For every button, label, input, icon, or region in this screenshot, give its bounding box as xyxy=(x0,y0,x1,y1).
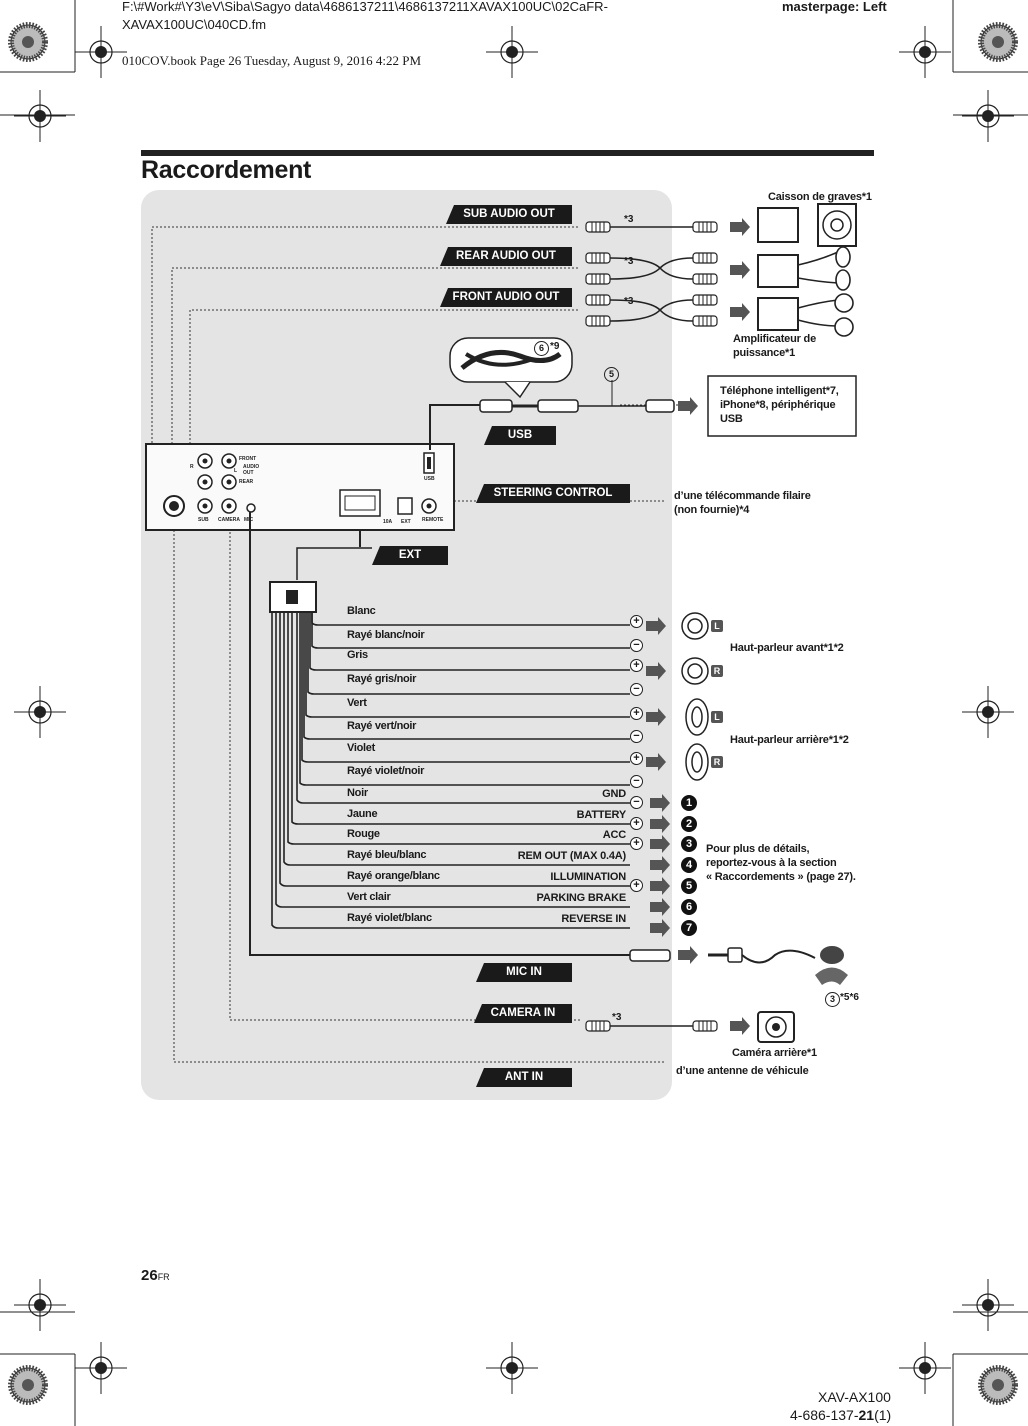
connection-number-badge: 6 xyxy=(681,899,697,915)
antenna-label: d’une antenne de véhicule xyxy=(676,1065,809,1077)
polarity-symbol: + xyxy=(630,615,643,628)
polarity-symbol: − xyxy=(630,730,643,743)
panel-front-label: FRONT xyxy=(239,456,257,462)
speaker-wire-color: Rayé vert/noir xyxy=(347,720,417,732)
polarity-symbol: − xyxy=(630,796,643,809)
panel-ext-label: EXT xyxy=(401,519,411,525)
panel-camera-label: CAMERA xyxy=(218,517,240,523)
connection-number-badge: 5 xyxy=(681,878,697,894)
speaker-wire-color: Blanc xyxy=(347,605,376,617)
power-wire-function: REVERSE IN xyxy=(561,913,626,925)
polarity-symbol: − xyxy=(630,639,643,652)
rear-camera-label: Caméra arrière*1 xyxy=(732,1047,817,1059)
power-wire-color: Noir xyxy=(347,787,368,799)
page-number: 26FR xyxy=(141,1267,170,1284)
polarity-symbol: + xyxy=(630,659,643,672)
camera-in-tag: CAMERA IN xyxy=(474,1004,572,1023)
power-wire-function: PARKING BRAKE xyxy=(536,892,627,904)
speaker-wire-color: Rayé gris/noir xyxy=(347,673,417,685)
power-wire-function: ILLUMINATION xyxy=(550,871,626,883)
part-number-prefix: 4-686-137- xyxy=(790,1407,859,1423)
polarity-symbol: − xyxy=(630,683,643,696)
speaker-wire-color: Gris xyxy=(347,649,368,661)
power-wire-function: REM OUT (MAX 0.4A) xyxy=(517,850,626,862)
subwoofer-label: Caisson de graves*1 xyxy=(768,191,872,203)
model-number: XAV-AX100 xyxy=(818,1389,891,1405)
note-rear: *3 xyxy=(624,256,634,267)
polarity-symbol: + xyxy=(630,752,643,765)
remote-label: d’une télécommande filaire (non fournie)… xyxy=(674,490,811,516)
note-usb: *9 xyxy=(550,341,560,352)
panel-r-label: R xyxy=(190,464,194,470)
note-mic: *5*6 xyxy=(840,992,859,1003)
power-wire-function: BATTERY xyxy=(576,809,627,821)
power-wire-color: Rayé orange/blanc xyxy=(347,870,440,882)
polarity-symbol: + xyxy=(630,837,643,850)
part-number-bold: 21 xyxy=(858,1407,875,1423)
ext-tag: EXT xyxy=(372,546,448,565)
panel-remote-label: REMOTE xyxy=(422,517,444,523)
power-wire-color: Rouge xyxy=(347,828,380,840)
front-audio-out-tag: FRONT AUDIO OUT xyxy=(440,288,572,307)
connection-number-badge: 7 xyxy=(681,920,697,936)
page-title: Raccordement xyxy=(141,156,312,184)
panel-rear-label: REAR xyxy=(239,479,254,485)
front-speaker-label: Haut-parleur avant*1*2 xyxy=(730,642,844,654)
polarity-symbol: − xyxy=(630,775,643,788)
panel-fuse-label: 10A xyxy=(383,519,393,525)
file-path-line2: XAVAX100UC\040CD.fm xyxy=(122,17,267,32)
speaker-side-badge: L xyxy=(711,620,723,632)
power-wire-color: Jaune xyxy=(347,808,378,820)
usb-tag: USB xyxy=(484,426,556,445)
speaker-side-badge: L xyxy=(711,711,723,723)
masterpage-label: masterpage: Left xyxy=(782,0,887,14)
part-number-rev: (1) xyxy=(874,1407,892,1423)
accessory-6-marker: 6 xyxy=(534,341,549,356)
polarity-symbol: + xyxy=(630,707,643,720)
polarity-symbol: + xyxy=(630,817,643,830)
power-wire-function: GND xyxy=(602,788,626,800)
details-note: Pour plus de détails, reportez-vous à la… xyxy=(706,843,856,883)
power-wire-color: Rayé bleu/blanc xyxy=(347,849,427,861)
speaker-wire-color: Rayé blanc/noir xyxy=(347,629,425,641)
accessory-5-marker: 5 xyxy=(604,367,619,382)
panel-l-label: L xyxy=(234,468,238,474)
panel-usb-label: USB xyxy=(424,476,435,482)
mic-in-tag: MIC IN xyxy=(476,963,572,982)
note-sub: *3 xyxy=(624,214,634,225)
file-path-line1: F:\#Work#\Y3\eV\Siba\Sagyo data\46861372… xyxy=(122,0,608,14)
panel-mic-label: MIC xyxy=(244,517,254,523)
page-number-suffix: FR xyxy=(157,1272,170,1282)
amplifier-label: Amplificateur de puissance*1 xyxy=(733,333,816,359)
polarity-symbol: + xyxy=(630,879,643,892)
power-wire-function: ACC xyxy=(602,829,626,841)
note-camera: *3 xyxy=(612,1012,622,1023)
speaker-wire-color: Rayé violet/noir xyxy=(347,765,425,777)
phone-label: Téléphone intelligent*7, iPhone*8, périp… xyxy=(720,385,839,425)
connection-number-badge: 1 xyxy=(681,795,697,811)
ant-in-tag: ANT IN xyxy=(476,1068,572,1087)
panel-audio-out-label: AUDIO OUT xyxy=(243,464,260,476)
book-info-line: 010COV.book Page 26 Tuesday, August 9, 2… xyxy=(122,53,422,68)
speaker-side-badge: R xyxy=(711,665,723,677)
connection-number-badge: 4 xyxy=(681,857,697,873)
rear-audio-out-tag: REAR AUDIO OUT xyxy=(440,247,572,266)
rear-speaker-label: Haut-parleur arrière*1*2 xyxy=(730,734,849,746)
power-wire-color: Vert clair xyxy=(347,891,391,903)
speaker-side-badge: R xyxy=(711,756,723,768)
steering-control-tag: STEERING CONTROL xyxy=(476,484,630,503)
sub-audio-out-tag: SUB AUDIO OUT xyxy=(446,205,572,224)
page-number-value: 26 xyxy=(141,1267,158,1284)
panel-sub-label: SUB xyxy=(198,517,209,523)
note-front: *3 xyxy=(624,296,634,307)
power-wire-color: Rayé violet/blanc xyxy=(347,912,432,924)
connection-number-badge: 2 xyxy=(681,816,697,832)
part-number: 4-686-137-21(1) xyxy=(790,1407,891,1423)
speaker-wire-color: Vert xyxy=(347,697,367,709)
accessory-3-marker: 3 xyxy=(825,992,840,1007)
speaker-wire-color: Violet xyxy=(347,742,375,754)
connection-number-badge: 3 xyxy=(681,836,697,852)
